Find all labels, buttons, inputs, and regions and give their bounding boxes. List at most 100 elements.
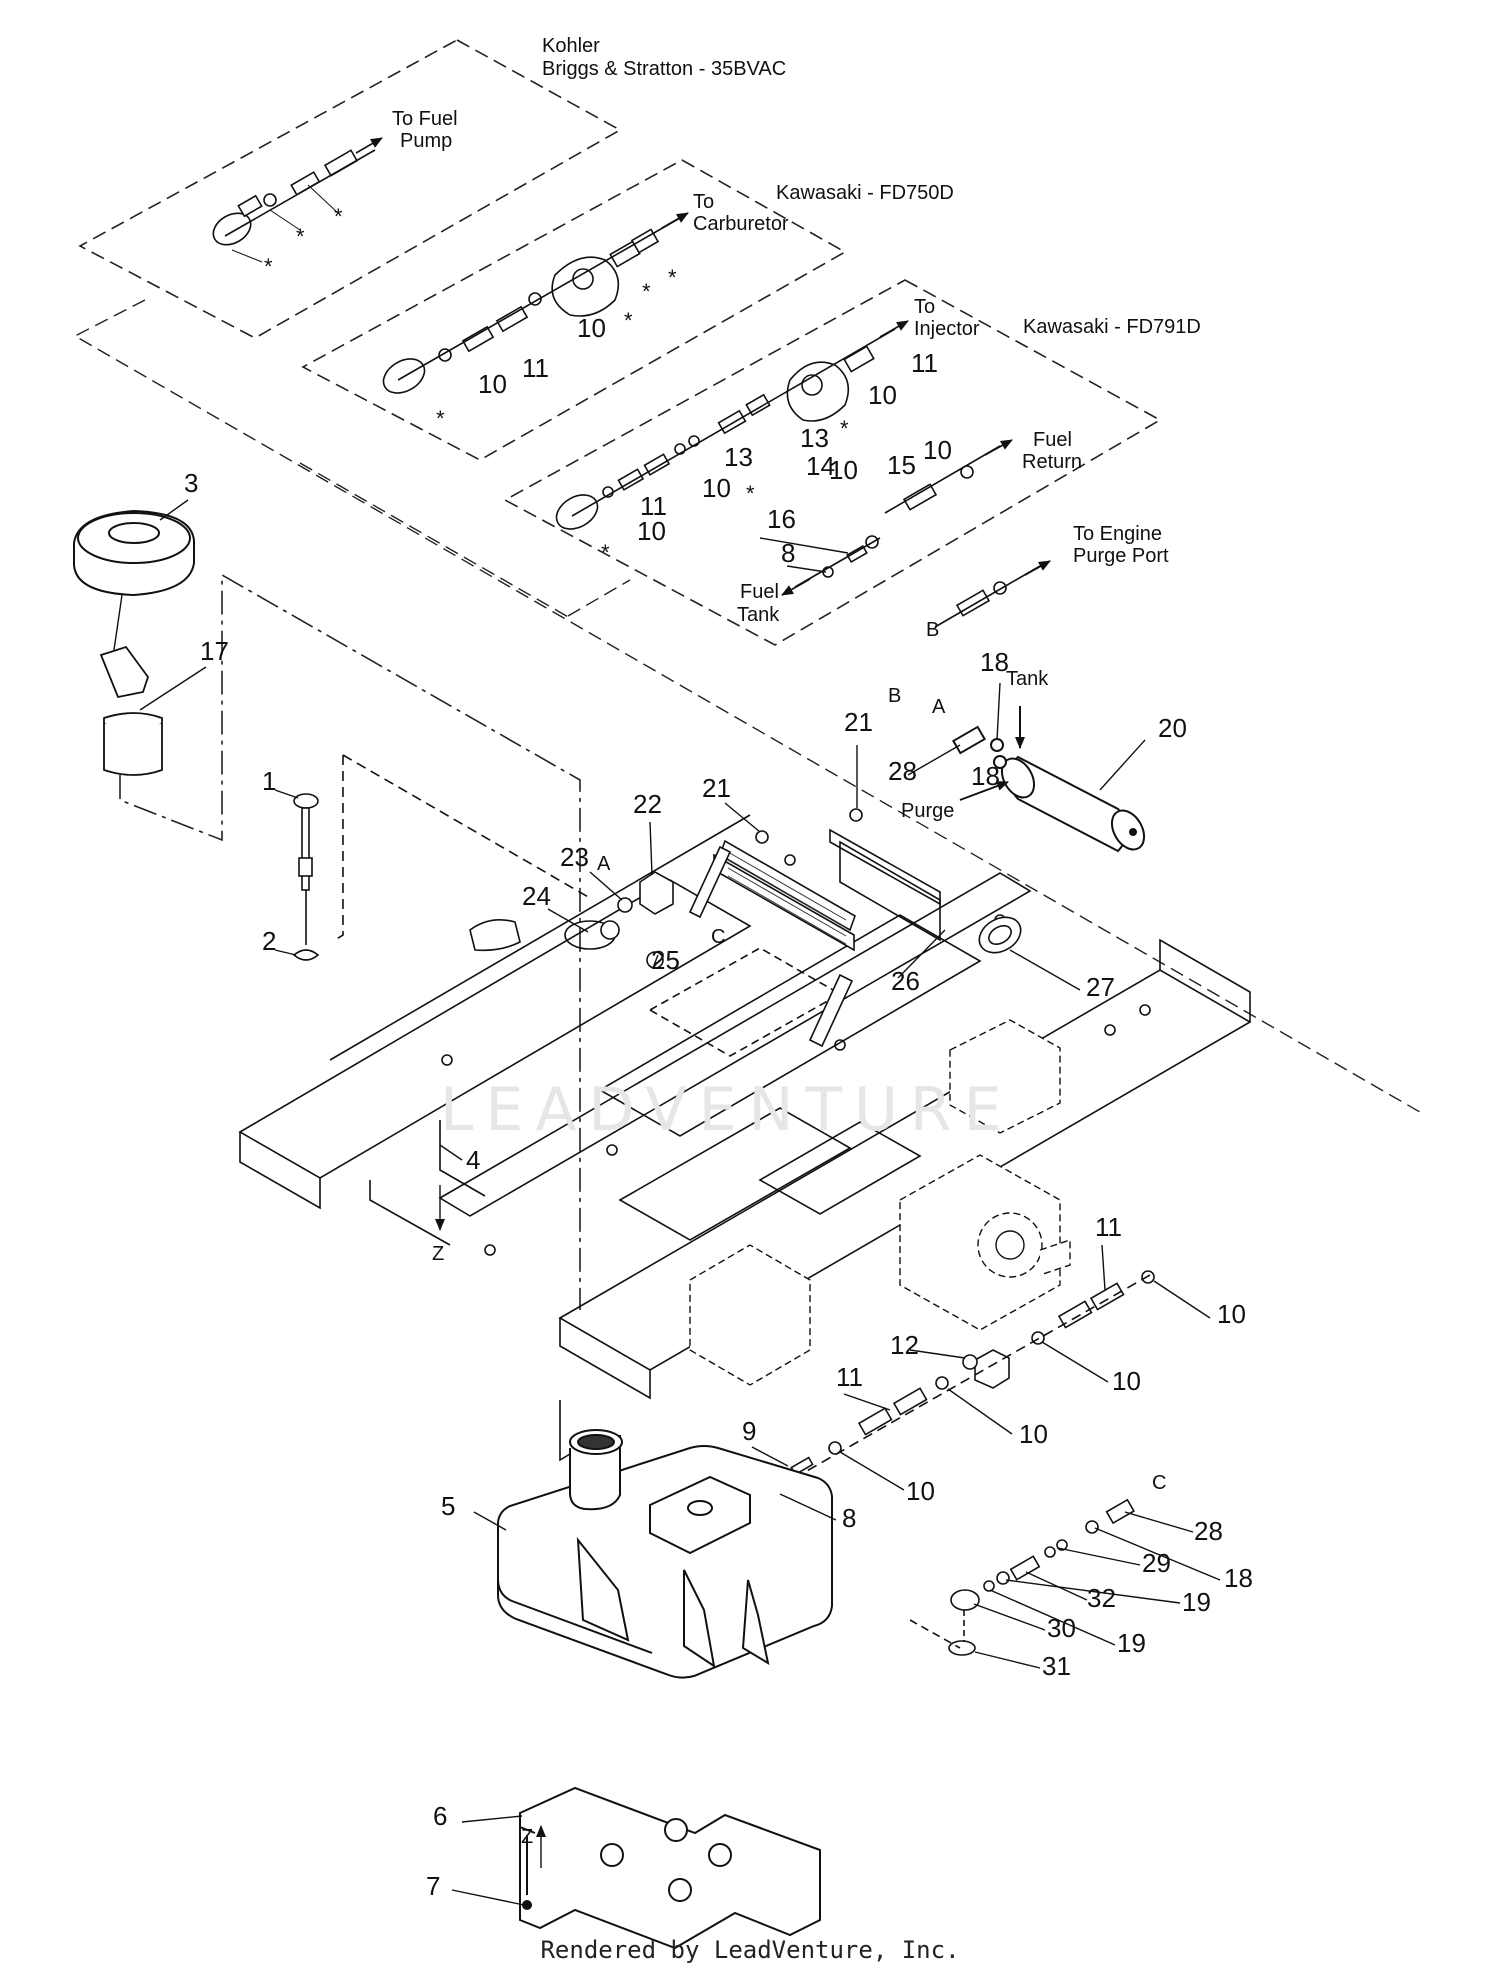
cap-assembly-outline xyxy=(119,573,581,1310)
fuel-neck-gasket xyxy=(99,645,163,776)
callout-4: 4 xyxy=(466,1145,480,1175)
star-note: * xyxy=(624,308,633,333)
to-engine-purge-label-2: Purge Port xyxy=(1073,545,1169,567)
to-carburetor-label-2: Carburetor xyxy=(693,213,789,235)
callout-20: 20 xyxy=(1158,713,1187,743)
callout-10: 10 xyxy=(868,380,897,410)
callout-10: 10 xyxy=(702,473,731,503)
callout-10: 10 xyxy=(1019,1419,1048,1449)
fd750d-fuel-line-assembly xyxy=(382,212,689,394)
hydro-transmission xyxy=(689,1019,1071,1386)
callout-10: 10 xyxy=(923,435,952,465)
to-injector-label-2: Injector xyxy=(914,318,980,340)
callout-19: 19 xyxy=(1182,1587,1211,1617)
connector-a-canister: A xyxy=(932,696,946,718)
callout-7: 7 xyxy=(426,1871,440,1901)
star-note: * xyxy=(746,481,755,506)
star-note: * xyxy=(840,416,849,441)
callout-31: 31 xyxy=(1042,1651,1071,1681)
callout-26: 26 xyxy=(891,966,920,996)
callout-5: 5 xyxy=(441,1491,455,1521)
callout-18: 18 xyxy=(980,647,1009,677)
star-note: * xyxy=(436,406,445,431)
callout-16: 16 xyxy=(767,504,796,534)
z-reference-arrows xyxy=(435,1185,546,1868)
connector-c-vent: C xyxy=(1152,1472,1166,1494)
callout-23: 23 xyxy=(560,842,589,872)
tank-support-bracket xyxy=(519,1786,821,1950)
fd791d-fuel-line-assembly xyxy=(555,320,1013,596)
kawasaki-fd750d-panel xyxy=(301,159,847,461)
callout-24: 24 xyxy=(522,881,551,911)
to-carburetor-label-1: To xyxy=(693,191,714,213)
callout-25: 25 xyxy=(651,945,680,975)
fitting-clamp-group xyxy=(469,871,674,969)
charcoal-canister xyxy=(952,706,1146,853)
callout-10: 10 xyxy=(577,313,606,343)
callout-18: 18 xyxy=(971,761,1000,791)
kohler-panel-title-line1: Kohler xyxy=(542,35,600,57)
fd791d-panel-title: Kawasaki - FD791D xyxy=(1023,316,1201,338)
to-fuel-pump-label-2: Pump xyxy=(400,130,452,152)
callout-10: 10 xyxy=(1217,1299,1246,1329)
chassis-frame xyxy=(238,814,1252,1462)
callout-10: 10 xyxy=(478,369,507,399)
callout-11: 11 xyxy=(640,491,667,521)
kohler-panel-title-line2: Briggs & Stratton - 35BVAC xyxy=(542,58,786,80)
callout-10: 10 xyxy=(1112,1366,1141,1396)
kohler-fuel-line-assembly xyxy=(212,137,383,263)
fuel-return-label-1: Fuel xyxy=(1033,429,1072,451)
connector-b-canister: B xyxy=(888,685,901,707)
fuel-tank xyxy=(497,1429,833,1679)
assembly-outline xyxy=(73,299,1426,1116)
callout-14: 14 xyxy=(806,451,835,481)
callout-19: 19 xyxy=(1117,1628,1146,1658)
callout-8: 8 xyxy=(781,538,795,568)
callout-13: 13 xyxy=(724,442,753,472)
callout-28: 28 xyxy=(888,756,917,786)
star-note: * xyxy=(668,265,677,290)
callout-10: 10 xyxy=(906,1476,935,1506)
callout-22: 22 xyxy=(633,789,662,819)
star-note: * xyxy=(296,224,305,249)
connector-z-frame: Z xyxy=(432,1243,444,1265)
callout-21: 21 xyxy=(702,773,731,803)
connector-c-cooler: C xyxy=(711,926,725,948)
fuel-cap xyxy=(73,509,195,651)
callout-15: 15 xyxy=(887,450,916,480)
star-note: * xyxy=(264,254,273,279)
star-note: * xyxy=(601,540,610,565)
to-fuel-pump-label-1: To Fuel xyxy=(392,108,458,130)
tank-port-label: Tank xyxy=(1006,668,1049,690)
callout-17: 17 xyxy=(200,636,229,666)
watermark: LEADVENTURE xyxy=(440,1075,1014,1145)
callout-21: 21 xyxy=(844,707,873,737)
callout-6: 6 xyxy=(433,1801,447,1831)
callout-13: 13 xyxy=(800,423,829,453)
to-injector-label-1: To xyxy=(914,296,935,318)
kohler-briggs-panel xyxy=(78,39,622,339)
callout-30: 30 xyxy=(1047,1613,1076,1643)
callout-numbers: 1234567889101010101010101010101011111111… xyxy=(184,313,1253,1901)
callout-12: 12 xyxy=(890,1330,919,1360)
callout-10: 10 xyxy=(637,516,666,546)
callout-10: 10 xyxy=(829,455,858,485)
star-note: * xyxy=(642,279,651,304)
connector-b-purge: B xyxy=(926,619,939,641)
kawasaki-fd791d-panel xyxy=(503,279,1162,646)
callout-11: 11 xyxy=(911,348,938,378)
callout-32: 32 xyxy=(1087,1583,1116,1613)
callout-18: 18 xyxy=(1224,1563,1253,1593)
fuel-return-label-2: Return xyxy=(1022,451,1082,473)
callout-11: 11 xyxy=(836,1362,863,1392)
callout-27: 27 xyxy=(1086,972,1115,1002)
connector-a-cooler: A xyxy=(597,853,611,875)
render-credit-footer: Rendered by LeadVenture, Inc. xyxy=(540,1936,960,1964)
fuel-tank-label-1: Fuel xyxy=(740,581,779,603)
callout-8: 8 xyxy=(842,1503,856,1533)
callout-11: 11 xyxy=(522,353,549,383)
to-engine-purge-label-1: To Engine xyxy=(1073,523,1162,545)
callout-1: 1 xyxy=(262,766,276,796)
callout-28: 28 xyxy=(1194,1516,1223,1546)
